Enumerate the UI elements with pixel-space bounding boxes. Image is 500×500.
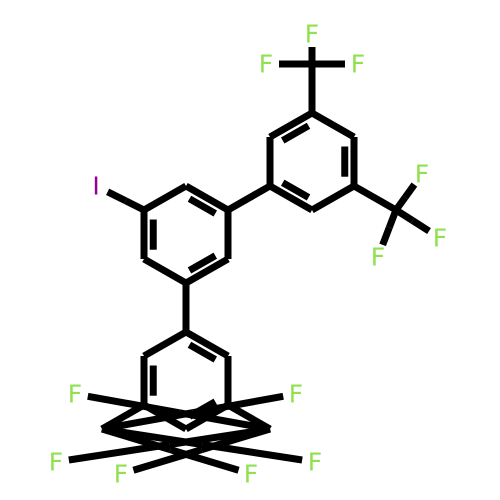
bond-cf1-f1-het-half <box>402 182 418 200</box>
bond-cf1-f3-c-half <box>386 208 400 229</box>
bond-c6-c1 <box>142 182 188 214</box>
atom-label-f3: F <box>371 243 385 272</box>
atom-label-f8: F <box>49 448 63 477</box>
atom-label-f5: F <box>259 50 273 79</box>
bond-cf1-f3-het-half <box>379 226 393 247</box>
bond-ca5-ca6-inner <box>280 122 311 144</box>
bond-cb6-cb1 <box>142 328 188 360</box>
bond-ca4-ca5 <box>310 109 356 141</box>
bond-c6-i1-het-half <box>106 188 128 205</box>
atom-label-f4: F <box>305 20 319 49</box>
atom-label-f2: F <box>433 224 447 253</box>
atom-label-i1: I <box>92 172 99 201</box>
bond-cf4-f12-het-half <box>169 446 240 474</box>
atom-labels-layer: I F F F F F F F F F F F F <box>49 20 447 489</box>
bond-ca1-ca2 <box>268 182 314 214</box>
bond-c3-c4 <box>184 255 230 287</box>
bonds-layer <box>68 47 431 474</box>
bond-cf4-f10-het-half <box>191 392 284 417</box>
atom-label-f6: F <box>351 50 365 79</box>
bond-c6-i1-c-half <box>124 197 146 214</box>
bond-ca5-ca6 <box>268 109 314 141</box>
bond-ca2-ca3 <box>310 182 356 214</box>
atom-label-f12: F <box>244 460 258 489</box>
bond-ca1-ca2-inner <box>280 179 311 201</box>
bond-c3-c4-inner <box>187 252 218 274</box>
bond-c1-c2-inner <box>187 195 218 217</box>
bond-c1-c2 <box>184 182 230 214</box>
bond-ca3-cf1 <box>352 182 398 214</box>
atom-label-f7: F <box>68 380 82 409</box>
bond-cf4-f11-het-half <box>201 441 303 464</box>
atom-label-f1: F <box>415 160 429 189</box>
atom-label-f10: F <box>289 380 303 409</box>
bond-cf1-f2-het-half <box>410 217 431 234</box>
bond-cb1-cb2-inner <box>187 341 218 363</box>
bond-cf4-f10-c-half <box>101 409 194 433</box>
bond-cf4-f12-c-half <box>100 425 172 453</box>
atom-label-f9: F <box>114 460 128 489</box>
bond-c2-ca1 <box>226 182 272 214</box>
atom-label-f11: F <box>308 448 322 477</box>
bond-cf3-f7-het-half <box>87 392 180 417</box>
bond-c4-c5 <box>142 255 188 287</box>
bond-cb1-cb2 <box>184 328 230 360</box>
